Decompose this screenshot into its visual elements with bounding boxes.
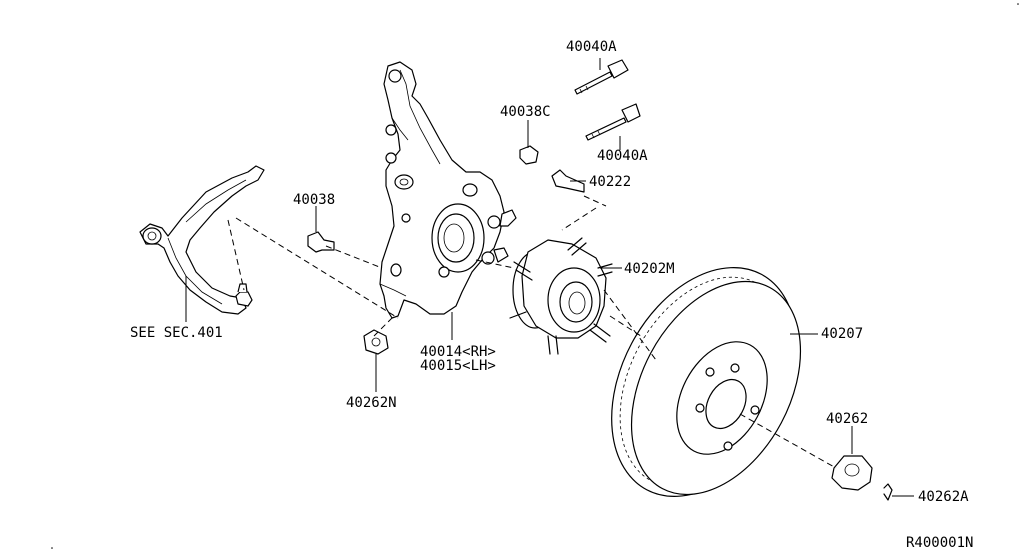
label-40262a: 40262A (918, 489, 969, 505)
label-see-sec-401: SEE SEC.401 (130, 325, 223, 341)
diagram-reference-code: R400001N (906, 535, 973, 551)
bolt-40040a-top (574, 59, 629, 95)
label-40038c: 40038C (500, 104, 551, 120)
label-40038: 40038 (293, 192, 335, 208)
label-40262n: 40262N (346, 395, 397, 411)
bolt-40040a-mid (585, 103, 641, 141)
label-40015-lh: 40015<LH> (420, 358, 496, 374)
leader-lines (315, 58, 914, 497)
label-40202m: 40202M (624, 261, 675, 277)
label-40222: 40222 (589, 174, 631, 190)
brake-disc-rotor (611, 267, 802, 497)
bolt-40038 (307, 231, 335, 253)
cotter-pin-40262a (883, 483, 893, 501)
corner-speck-top-right (1017, 3, 1019, 5)
nut-40262n (363, 329, 389, 355)
lower-control-arm (139, 165, 265, 322)
corner-speck-bottom-left (51, 547, 53, 549)
hub-assembly (509, 237, 613, 355)
nut-40262 (831, 455, 873, 491)
label-40014-rh: 40014<RH> (420, 344, 496, 360)
nut-40038c (519, 145, 539, 165)
label-40262: 40262 (826, 411, 868, 427)
assembly-lines (227, 195, 837, 469)
steering-knuckle (379, 61, 517, 319)
label-40040a-top: 40040A (566, 39, 617, 55)
label-40207: 40207 (821, 326, 863, 342)
label-40040a-mid: 40040A (597, 148, 648, 164)
stud-40222 (551, 169, 585, 193)
